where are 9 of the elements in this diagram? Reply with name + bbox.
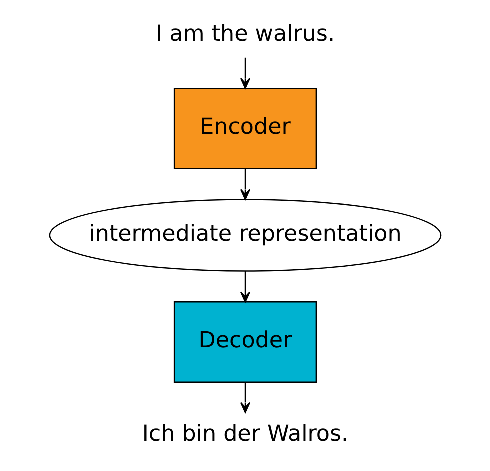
arrow (240, 169, 250, 200)
node-ellipse: intermediate representation (48, 199, 442, 272)
arrow (240, 382, 250, 414)
arrow (240, 58, 250, 90)
node-box: Encoder (173, 88, 317, 170)
node-text: Ich bin der Walros. (142, 420, 348, 447)
node-text: I am the walrus. (155, 21, 335, 48)
node-box: Decoder (173, 302, 317, 383)
arrow (240, 271, 250, 303)
